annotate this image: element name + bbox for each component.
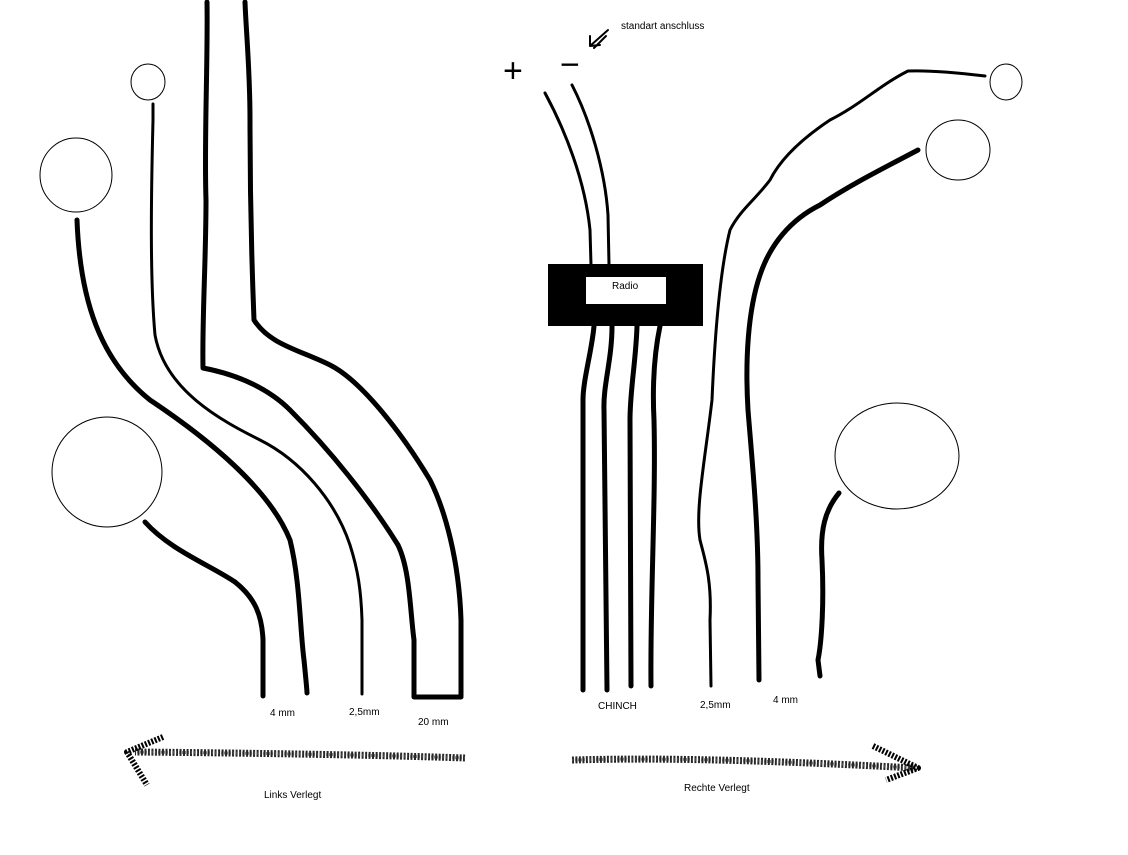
cable-left-4mm-b	[142, 519, 266, 699]
chinch-cable-2	[601, 323, 615, 693]
label-right-2-5mm: 2,5mm	[700, 700, 731, 711]
label-left-4mm: 4 mm	[270, 708, 295, 719]
speaker-right-small	[989, 63, 1023, 101]
speaker-left-small	[130, 63, 166, 101]
label-chinch: CHINCH	[598, 701, 637, 712]
cable-left-20mm-outer	[200, 0, 464, 700]
cable-right-4mm-a	[744, 147, 921, 683]
cable-right-2-5mm	[697, 69, 987, 688]
chinch-cable-4	[648, 323, 663, 689]
arrow-right	[571, 743, 921, 783]
radio-label: Radio	[612, 281, 639, 292]
cable-right-4mm-b	[815, 490, 842, 679]
annotation-arrow	[589, 29, 609, 47]
radio-display	[586, 277, 666, 304]
annotation-standart-anschluss: standart anschluss	[621, 21, 704, 32]
power-wire-plus	[543, 91, 593, 267]
cable-left-2-5mm	[149, 102, 364, 696]
cable-left-4mm-a	[74, 217, 310, 696]
chinch-cable-1	[580, 323, 597, 693]
label-links-verlegt: Links Verlegt	[264, 790, 321, 801]
speaker-left-medium	[39, 137, 113, 213]
minus-symbol: −	[560, 46, 580, 84]
label-left-2-5mm: 2,5mm	[349, 707, 380, 718]
label-right-4mm: 4 mm	[773, 695, 798, 706]
chinch-cable-3	[627, 323, 640, 689]
speaker-right-large	[834, 402, 960, 510]
speaker-right-medium	[925, 119, 991, 181]
label-left-20mm: 20 mm	[418, 717, 449, 728]
speaker-left-large	[51, 416, 163, 528]
power-wire-minus	[570, 83, 611, 267]
arrow-left	[124, 734, 466, 787]
label-rechte-verlegt: Rechte Verlegt	[684, 783, 750, 794]
plus-symbol: +	[503, 52, 523, 90]
